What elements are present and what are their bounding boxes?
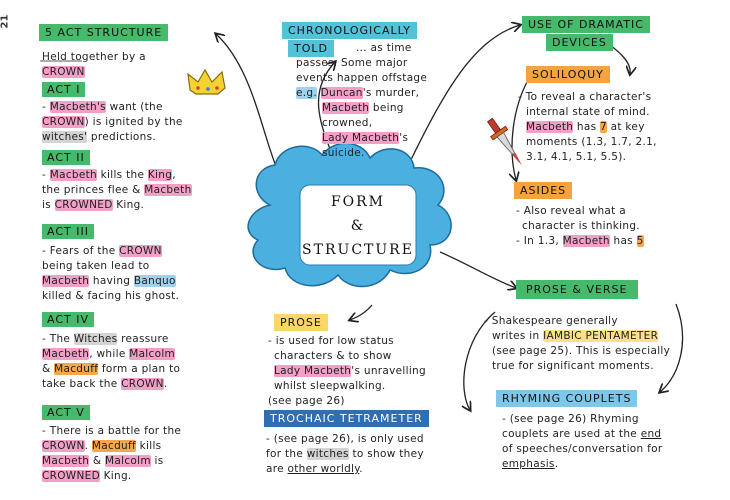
dagger-icon <box>486 117 523 166</box>
center-line-amp: & <box>350 218 366 234</box>
rhyming-title: RHYMING COUPLETS <box>496 390 638 407</box>
act4-text: - The Witches reassure Macbeth, while Ma… <box>42 333 181 390</box>
act1-title: ACT I <box>42 82 86 97</box>
prose-verse-text: - Shakespeare generally writes in IAMBIC… <box>484 315 671 372</box>
asides-title: ASIDES <box>514 182 573 199</box>
soliloquy-count: 7 <box>600 121 607 133</box>
center-line-form: FORM <box>330 194 386 210</box>
macduff-name: Macduff <box>54 363 99 375</box>
act3-text: - Fears of the CROWN being taken lead to… <box>42 245 180 302</box>
trochaic-title: TROCHAIC TETRAMETER <box>264 410 429 427</box>
act1-text: - Macbeth's want (the CROWN) is ignited … <box>42 101 183 143</box>
devices-title: USE OF DRAMATIC <box>522 16 650 33</box>
arrow-to-prose <box>350 304 373 320</box>
center-title: FORM & STRUCTURE <box>300 190 416 262</box>
asides-count: 5 <box>636 235 644 247</box>
act5-text: - There is a battle for the CROWN. Macdu… <box>42 425 182 482</box>
iambic-pentameter: IAMBIC PENTAMETER <box>543 330 659 342</box>
act4-title: ACT IV <box>42 312 94 327</box>
witches-name: witches' <box>42 131 88 143</box>
chrono-title-2: TOLD <box>288 40 334 57</box>
five-act-intro: Held together by a CROWN <box>42 50 222 80</box>
chrono-title: CHRONOLOGICALLY <box>282 22 418 39</box>
arrow-to-rhyming <box>660 303 684 392</box>
trochaic-text: - (see page 26), is only used for the wi… <box>266 433 424 475</box>
arrow-to-trochaic <box>464 311 496 410</box>
soliloquy-text: - To reveal a character's internal state… <box>518 91 657 163</box>
crown-word: CROWN <box>42 116 85 128</box>
asides-text: - Also reveal what a character is thinki… <box>516 205 644 247</box>
prose-title: PROSE <box>274 314 328 331</box>
act5-title: ACT V <box>42 405 90 420</box>
rhyming-text: - (see page 26) Rhyming couplets are use… <box>502 413 663 470</box>
macbeth-name: Macbeth's <box>49 101 106 113</box>
cloud-shape <box>247 142 452 288</box>
lady-macbeth-name: Lady Macbeth <box>322 132 400 144</box>
prose-text: - is used for low status characters & to… <box>268 335 426 407</box>
prose-verse-title: PROSE & VERSE <box>516 280 638 299</box>
intro-text: Held together by a <box>42 51 146 63</box>
devices-title-2: DEVICES <box>546 34 613 51</box>
crown-word: CROWN <box>42 66 85 78</box>
center-line-structure: STRUCTURE <box>302 242 414 258</box>
soliloquy-title: SOLILOQUY <box>526 66 610 83</box>
arrow-to-devices <box>401 25 520 179</box>
crown-icon <box>187 68 226 95</box>
arrow-to-prose-verse <box>439 251 516 288</box>
act2-title: ACT II <box>42 150 90 165</box>
act3-title: ACT III <box>42 224 94 239</box>
chrono-text: ... as time passes. Some major events ha… <box>296 42 428 159</box>
other-worldly: other worldly <box>287 463 360 475</box>
act2-text: - Macbeth kills the King, the princes fl… <box>42 169 192 211</box>
duncan-name: Duncan <box>320 87 363 99</box>
arrow-soliloquy-to-asides <box>512 79 529 180</box>
banquo-name: Banquo <box>133 275 176 287</box>
five-act-title: 5 ACT STRUCTURE <box>39 24 169 41</box>
